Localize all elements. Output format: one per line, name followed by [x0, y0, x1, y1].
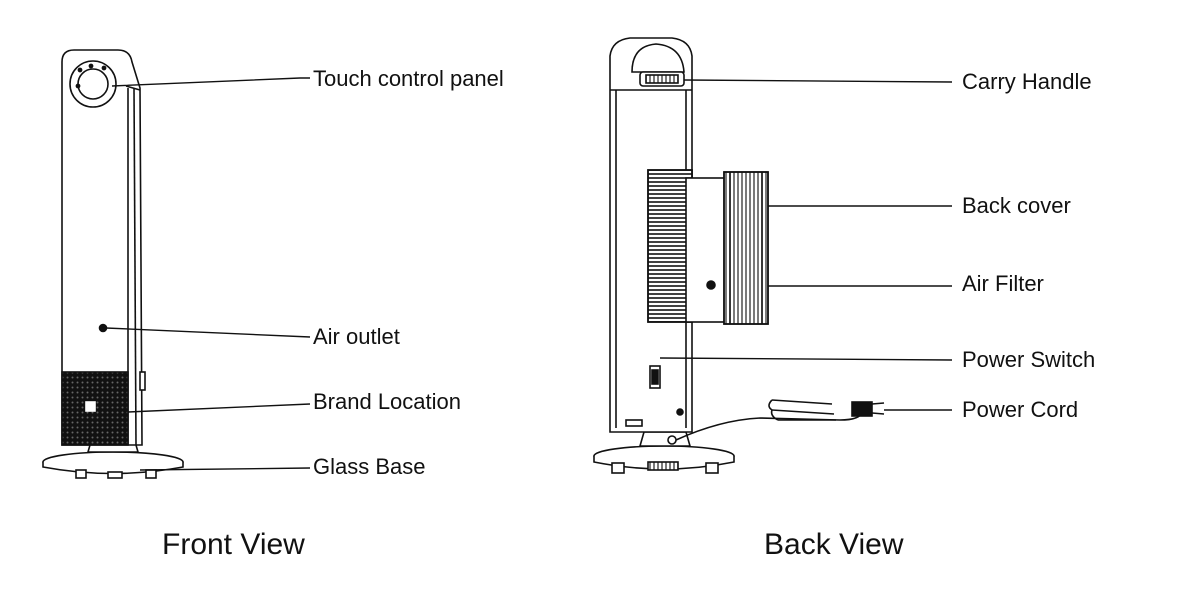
label-brand-location: Brand Location	[313, 389, 461, 414]
air-outlet-dot	[98, 323, 108, 333]
label-back-cover: Back cover	[962, 193, 1071, 218]
back-view-illustration	[593, 37, 769, 474]
back-leader-lines	[659, 79, 953, 411]
label-power-switch: Power Switch	[962, 347, 1096, 372]
power-cord-shape	[675, 399, 885, 441]
label-air-filter: Air Filter	[962, 271, 1044, 296]
label-touch-control-panel: Touch control panel	[313, 66, 504, 91]
front-view-caption: Front View	[162, 528, 305, 561]
front-view-illustration	[42, 49, 184, 479]
label-carry-handle: Carry Handle	[962, 69, 1092, 94]
back-cover-left	[647, 169, 693, 323]
front-leader-lines	[105, 77, 311, 471]
front-tower-body	[61, 49, 143, 446]
label-air-outlet: Air outlet	[313, 324, 400, 349]
back-view-caption: Back View	[764, 528, 904, 561]
label-power-cord: Power Cord	[962, 397, 1079, 422]
label-glass-base: Glass Base	[313, 454, 426, 479]
